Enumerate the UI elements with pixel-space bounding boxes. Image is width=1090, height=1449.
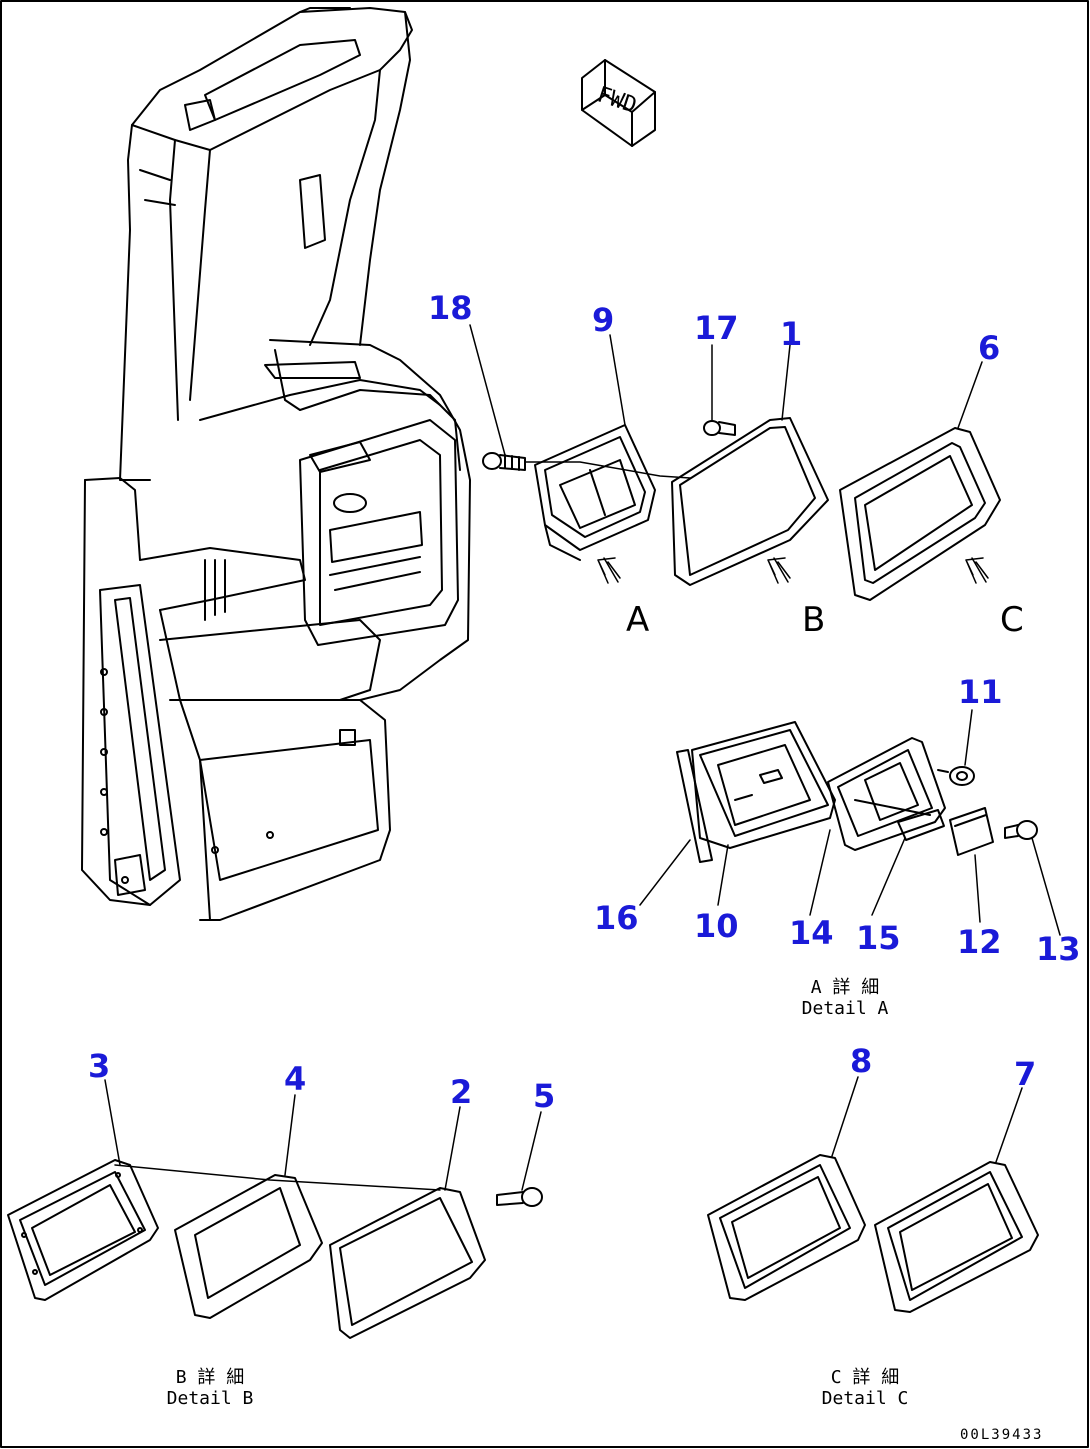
detail-b-label-jp: B 詳 細 <box>175 1367 245 1388</box>
part-18-bolt <box>482 452 526 471</box>
detail-a-label-en: Detail A <box>801 997 889 1019</box>
detail-b-label: B 詳 細 Detail B <box>155 1367 265 1409</box>
drawing-number: 00L39433 <box>960 1427 1044 1443</box>
callout-17: 17 <box>694 309 739 347</box>
callout-5: 5 <box>533 1077 556 1115</box>
callout-4: 4 <box>284 1060 307 1098</box>
detail-c-parts <box>707 1154 1039 1313</box>
part-17-bolt <box>703 420 736 436</box>
detail-a-label-jp: A 詳 細 <box>810 977 880 998</box>
callout-7: 7 <box>1014 1055 1037 1093</box>
leader-lines <box>104 324 1061 1191</box>
detail-b-label-en: Detail B <box>166 1387 254 1409</box>
detail-c-label-en: Detail C <box>821 1387 909 1409</box>
callout-6: 6 <box>978 329 1001 367</box>
callout-8: 8 <box>850 1042 873 1080</box>
view-arrows <box>597 557 989 584</box>
part-9-housing <box>534 424 656 561</box>
callout-15: 15 <box>856 919 901 957</box>
callout-9: 9 <box>592 301 615 339</box>
callout-13: 13 <box>1036 930 1081 968</box>
view-letter-b: B <box>802 600 826 640</box>
part-1-glass <box>671 417 829 586</box>
detail-a-label: A 詳 細 Detail A <box>790 977 900 1019</box>
detail-c-label-jp: C 詳 細 <box>830 1367 900 1388</box>
callout-2: 2 <box>450 1073 473 1111</box>
callout-16: 16 <box>594 899 639 937</box>
callout-14: 14 <box>789 914 834 952</box>
detail-c-label: C 詳 細 Detail C <box>810 1367 920 1409</box>
callout-10: 10 <box>694 907 739 945</box>
fwd-direction-mark <box>581 59 656 147</box>
view-letter-a: A <box>626 600 650 640</box>
part-6-frame <box>839 427 1001 601</box>
callout-12: 12 <box>957 923 1002 961</box>
detail-b-parts <box>7 1159 543 1339</box>
detail-a-parts <box>676 721 1038 863</box>
callout-3: 3 <box>88 1047 111 1085</box>
cab-structure <box>81 7 471 921</box>
callout-11: 11 <box>958 673 1003 711</box>
callout-1: 1 <box>780 315 803 353</box>
callout-18: 18 <box>428 289 473 327</box>
view-letter-c: C <box>1000 600 1024 640</box>
